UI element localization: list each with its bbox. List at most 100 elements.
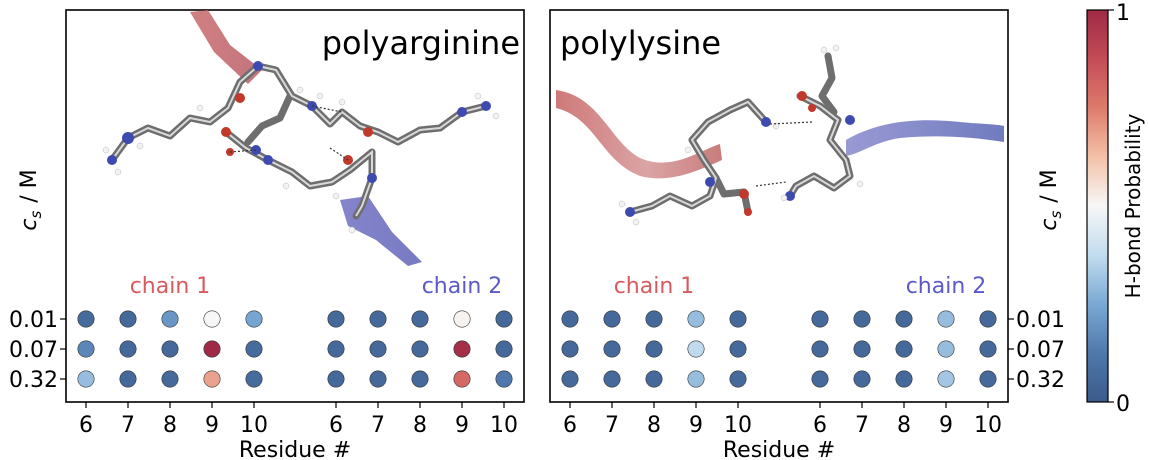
y-tick-label: 0.32 <box>9 368 58 393</box>
x-tick-label: 9 <box>455 413 469 438</box>
cs-subscript: s <box>1047 211 1065 219</box>
cs-unit: / M <box>17 169 42 202</box>
y-tick-label: 0.01 <box>9 308 58 333</box>
chain-label-2: chain 2 <box>906 274 987 299</box>
data-point <box>729 370 747 388</box>
data-point <box>453 370 471 388</box>
data-point <box>729 310 747 328</box>
x-tick-label: 8 <box>413 413 427 438</box>
data-point <box>979 370 997 388</box>
x-tick-label: 10 <box>724 413 752 438</box>
panel-frame <box>549 9 1009 403</box>
x-tick-label: 6 <box>813 413 827 438</box>
chain-label-1: chain 1 <box>130 274 211 299</box>
data-point <box>895 340 913 358</box>
polyarginine-molecule-illustration <box>102 10 500 266</box>
svg-text:cs/ M: cs/ M <box>17 169 45 230</box>
x-tick-label: 7 <box>605 413 619 438</box>
data-point <box>495 340 513 358</box>
data-point <box>77 370 95 388</box>
data-point <box>161 370 179 388</box>
y-tick-label: 0.07 <box>1016 338 1065 363</box>
data-point <box>119 370 137 388</box>
data-point <box>369 340 387 358</box>
x-axis-label-right: Residue # <box>723 438 835 460</box>
data-point <box>327 310 345 328</box>
panel-frame <box>65 9 525 403</box>
colorbar: 1 0 H-bond Probability <box>1086 1 1145 417</box>
cs-symbol: c <box>17 219 42 231</box>
data-point <box>603 340 621 358</box>
colorbar-tick-max: 1 <box>1116 1 1130 26</box>
data-point <box>979 310 997 328</box>
data-point <box>645 310 663 328</box>
data-point <box>645 370 663 388</box>
data-point <box>853 370 871 388</box>
data-point <box>411 340 429 358</box>
data-point <box>369 370 387 388</box>
data-point <box>603 370 621 388</box>
data-point <box>811 370 829 388</box>
data-point <box>203 310 221 328</box>
cs-symbol: c <box>1037 219 1062 231</box>
colorbar-tick-min: 0 <box>1116 392 1130 417</box>
data-point <box>77 310 95 328</box>
panel-polyarginine <box>65 9 525 403</box>
data-point <box>203 340 221 358</box>
x-tick-label: 6 <box>329 413 343 438</box>
data-point <box>895 370 913 388</box>
chain-label-1: chain 1 <box>614 274 695 299</box>
data-point <box>603 310 621 328</box>
panel-title-polylysine: polylysine <box>560 24 721 62</box>
data-point <box>369 310 387 328</box>
chain-label-2: chain 2 <box>422 274 503 299</box>
svg-text:cs/ M: cs / M <box>1037 169 1065 230</box>
data-point <box>937 340 955 358</box>
data-point <box>203 370 221 388</box>
data-point <box>561 340 579 358</box>
x-tick-label: 8 <box>647 413 661 438</box>
panel-title-polyarginine: polyarginine <box>322 24 520 62</box>
y-tick-label: 0.32 <box>1016 368 1065 393</box>
y-axis-label-right: cs / M <box>1037 169 1065 230</box>
data-point <box>729 340 747 358</box>
x-tick-label: 7 <box>371 413 385 438</box>
colorbar-gradient <box>1086 9 1109 403</box>
x-tick-label: 9 <box>689 413 703 438</box>
data-point <box>327 370 345 388</box>
x-tick-label: 8 <box>163 413 177 438</box>
y-tick-label: 0.01 <box>1016 308 1065 333</box>
x-tick-label: 7 <box>855 413 869 438</box>
data-point <box>495 310 513 328</box>
colorbar-label: H-bond Probability <box>1121 114 1145 299</box>
x-tick-label: 6 <box>79 413 93 438</box>
data-point <box>411 370 429 388</box>
data-point <box>853 340 871 358</box>
data-point <box>979 340 997 358</box>
data-point <box>687 370 705 388</box>
x-tick-label: 6 <box>563 413 577 438</box>
x-tick-label: 9 <box>205 413 219 438</box>
x-tick-label: 10 <box>240 413 268 438</box>
data-point <box>853 310 871 328</box>
data-point <box>245 310 263 328</box>
data-point <box>327 340 345 358</box>
data-point <box>161 310 179 328</box>
cs-unit: / M <box>1037 169 1062 202</box>
data-point <box>495 370 513 388</box>
data-point <box>687 340 705 358</box>
y-tick-label: 0.07 <box>9 338 58 363</box>
x-tick-label: 7 <box>121 413 135 438</box>
x-tick-label: 10 <box>490 413 518 438</box>
data-point <box>895 310 913 328</box>
data-point <box>161 340 179 358</box>
x-tick-label: 8 <box>897 413 911 438</box>
data-point <box>937 310 955 328</box>
data-point <box>119 310 137 328</box>
x-tick-label: 9 <box>939 413 953 438</box>
x-tick-label: 10 <box>974 413 1002 438</box>
panel-polylysine <box>549 9 1009 403</box>
data-point <box>561 310 579 328</box>
data-point <box>561 370 579 388</box>
